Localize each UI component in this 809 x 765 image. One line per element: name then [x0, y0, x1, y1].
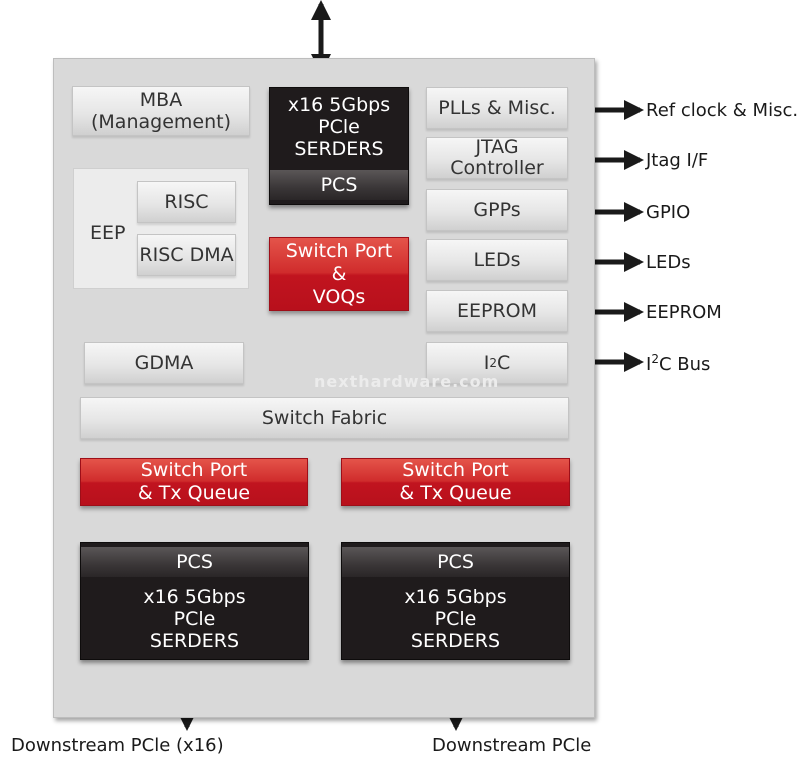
dr-serdes-line-1: x16 5Gbps [404, 586, 507, 608]
downstream-left-pcs: PCS [81, 547, 308, 577]
i2c-bus-rest: C Bus [658, 354, 711, 375]
i2c-bus-sup: 2 [651, 352, 659, 366]
downstream-right-label: Downstream PCle [432, 735, 592, 756]
upstream-pcie-block: x16 5Gbps PCle SERDERS PCS [269, 87, 409, 205]
leds-label: LEDs [646, 252, 691, 273]
gpps-block: GPPs [426, 189, 568, 231]
mba-line-1: MBA [139, 89, 183, 111]
downstream-left-label: Downstream PCle (x16) [11, 735, 224, 756]
i2c-sup: 2 [489, 356, 497, 370]
downstream-right-pcs: PCS [342, 547, 569, 577]
i2c-bus-label: I2C Bus [646, 352, 710, 375]
switch-fabric-block: Switch Fabric [80, 397, 569, 439]
jtag-block: JTAG Controller [426, 137, 568, 179]
jtag-if-label: Jtag I/F [646, 150, 709, 171]
upstream-serdes-line-2: PCle [318, 116, 360, 138]
switch-port-voq-block: Switch Port & VOQs [269, 237, 409, 311]
dl-serdes-line-2: PCle [173, 608, 216, 630]
downstream-right-serdes: x16 5Gbps PCle SERDERS [342, 583, 569, 655]
mba-block: MBA (Management) [72, 86, 250, 136]
eeprom-block: EEPROM [426, 290, 568, 332]
voq-line-1: Switch Port [285, 239, 393, 262]
plls-block: PLLs & Misc. [426, 87, 568, 129]
eep-label: EEP [90, 222, 126, 244]
tx-right-line-2: & Tx Queue [399, 482, 512, 504]
leds-block: LEDs [426, 239, 568, 281]
tx-right-line-1: Switch Port [402, 459, 509, 481]
jtag-line-2: Controller [450, 157, 544, 179]
upstream-serdes: x16 5Gbps PCle SERDERS [270, 94, 408, 160]
i2c-bus-base: I [646, 354, 652, 375]
jtag-line-1: JTAG [475, 136, 519, 158]
dl-serdes-line-3: SERDERS [149, 630, 240, 652]
tx-queue-right-block: Switch Port & Tx Queue [341, 458, 570, 506]
eeprom-label: EEPROM [646, 302, 722, 323]
mba-line-2: (Management) [91, 111, 231, 133]
i2c-base: I [483, 352, 490, 374]
risc-block: RISC [137, 181, 236, 223]
tx-queue-left-block: Switch Port & Tx Queue [80, 458, 308, 506]
upstream-serdes-line-1: x16 5Gbps [287, 94, 391, 116]
voq-line-3: VOQs [312, 285, 366, 308]
downstream-left-pcie-block: PCS x16 5Gbps PCle SERDERS [80, 542, 309, 660]
downstream-right-pcie-block: PCS x16 5Gbps PCle SERDERS [341, 542, 570, 660]
tx-left-line-1: Switch Port [140, 459, 248, 481]
tx-left-line-2: & Tx Queue [137, 482, 251, 504]
risc-dma-block: RISC DMA [137, 234, 236, 276]
downstream-left-serdes: x16 5Gbps PCle SERDERS [81, 583, 308, 655]
i2c-rest: C [496, 352, 511, 374]
dr-serdes-line-2: PCle [434, 608, 477, 630]
dr-serdes-line-3: SERDERS [410, 630, 501, 652]
ref-clock-label: Ref clock & Misc. [646, 100, 799, 121]
watermark: nexthardware.com [314, 372, 500, 391]
upstream-pcs: PCS [270, 170, 408, 200]
gpio-label: GPIO [646, 202, 691, 223]
voq-line-2: & [331, 262, 347, 285]
upstream-serdes-line-3: SERDERS [294, 138, 384, 160]
dl-serdes-line-1: x16 5Gbps [143, 586, 246, 608]
gdma-block: GDMA [84, 342, 244, 384]
